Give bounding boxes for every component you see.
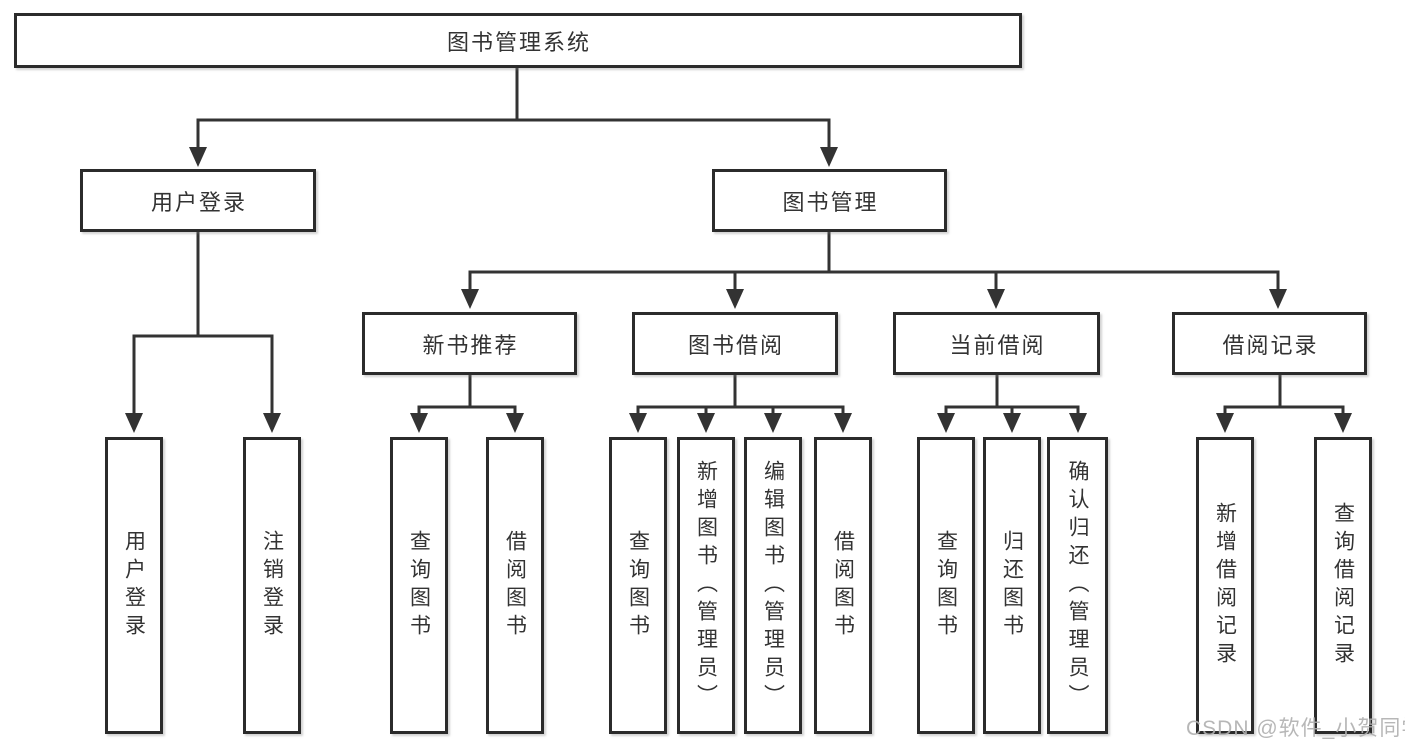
leaf-query-books-recommend: 查询图书 xyxy=(390,437,448,734)
leaf-label: 借阅图书 xyxy=(503,529,527,642)
leaf-user-login: 用户登录 xyxy=(105,437,163,734)
leaf-label: 查询图书 xyxy=(934,529,958,642)
connector-root-to-level2 xyxy=(189,66,838,167)
leaf-label: 查询图书 xyxy=(407,529,431,642)
leaf-label: 新增图书（管理员） xyxy=(694,459,718,712)
leaf-label: 注销登录 xyxy=(260,529,284,642)
node-label: 图书管理 xyxy=(782,189,879,215)
node-label: 当前借阅 xyxy=(949,332,1046,358)
leaf-label: 归还图书 xyxy=(1000,529,1024,642)
node-label: 图书借阅 xyxy=(687,332,784,358)
node-book-borrowing: 图书借阅 xyxy=(632,312,838,375)
node-label: 借阅记录 xyxy=(1222,332,1319,358)
connector-user-login-to-leaves xyxy=(125,232,281,433)
connector-book-borrow-to-leaves xyxy=(629,375,852,433)
node-label: 新书推荐 xyxy=(422,332,519,358)
leaf-add-book-admin: 新增图书（管理员） xyxy=(677,437,735,734)
leaf-return-book: 归还图书 xyxy=(983,437,1041,734)
leaf-label: 编辑图书（管理员） xyxy=(761,459,785,712)
leaf-query-books-current: 查询图书 xyxy=(917,437,975,734)
leaf-add-borrow-record: 新增借阅记录 xyxy=(1196,437,1254,734)
node-library-management-system: 图书管理系统 xyxy=(14,13,1022,68)
leaf-borrow-books-recommend: 借阅图书 xyxy=(486,437,544,734)
leaf-label: 新增借阅记录 xyxy=(1213,501,1237,670)
leaf-edit-book-admin: 编辑图书（管理员） xyxy=(744,437,802,734)
node-user-login-branch: 用户登录 xyxy=(80,169,316,232)
node-book-management-branch: 图书管理 xyxy=(712,169,947,232)
leaf-label: 用户登录 xyxy=(122,529,146,642)
leaf-label: 查询借阅记录 xyxy=(1331,501,1355,670)
leaf-logout: 注销登录 xyxy=(243,437,301,734)
connector-new-book-to-leaves xyxy=(410,375,524,433)
node-label: 图书管理系统 xyxy=(446,29,591,55)
leaf-confirm-return-admin: 确认归还（管理员） xyxy=(1047,437,1108,734)
connector-borrow-records-to-leaves xyxy=(1216,375,1352,433)
node-new-book-recommend: 新书推荐 xyxy=(362,312,577,375)
leaf-label: 借阅图书 xyxy=(831,529,855,642)
leaf-query-borrow-record: 查询借阅记录 xyxy=(1314,437,1372,734)
leaf-label: 查询图书 xyxy=(626,529,650,642)
csdn-watermark: CSDN @软件_小贺同学 xyxy=(1186,717,1405,740)
connector-book-mgmt-to-level3 xyxy=(461,232,1287,309)
leaf-query-books-borrow: 查询图书 xyxy=(609,437,667,734)
node-label: 用户登录 xyxy=(150,189,247,215)
connector-current-borrow-to-leaves xyxy=(937,375,1087,433)
leaf-borrow-books: 借阅图书 xyxy=(814,437,872,734)
node-current-borrowing: 当前借阅 xyxy=(893,312,1100,375)
leaf-label: 确认归还（管理员） xyxy=(1066,459,1089,712)
node-borrowing-records: 借阅记录 xyxy=(1172,312,1367,375)
